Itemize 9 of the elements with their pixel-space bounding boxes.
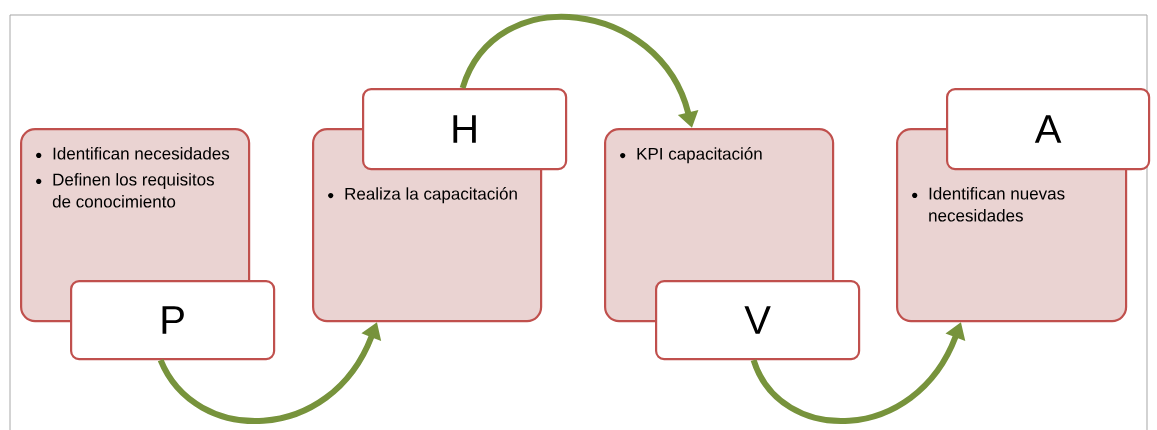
bullet-text: Identifican necesidades — [36, 147, 230, 160]
bullet-text: Definen los requisitos de conocimiento — [36, 173, 214, 208]
bullet-text: KPI capacitación — [620, 147, 762, 164]
letter-box: A — [946, 88, 1151, 171]
bullet-text: Realiza la capacitación — [328, 187, 517, 204]
letter-box: V — [655, 280, 861, 361]
letter-box: H — [362, 88, 568, 171]
letter-box: P — [70, 280, 276, 361]
bullet-text: Identifican nuevas necesidades — [912, 187, 1065, 222]
